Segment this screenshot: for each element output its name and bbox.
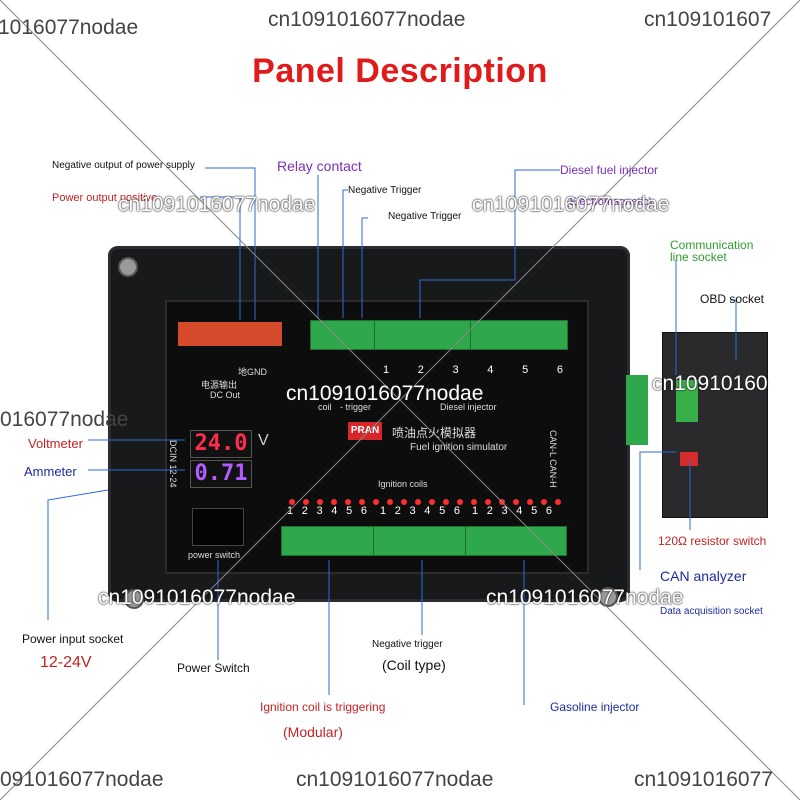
gasoline-injector-label: Gasoline injector [550, 700, 640, 714]
ammeter-display: 0.71 [190, 460, 252, 488]
power-switch[interactable] [192, 508, 244, 546]
ignition-coil-trigger-label: Ignition coil is triggering [260, 700, 386, 714]
screw-icon [124, 589, 144, 609]
watermark: cn1091016077nodae [296, 768, 494, 791]
watermark: cn1091016077nodae [268, 8, 466, 31]
watermark: 091016077nodae [0, 768, 164, 791]
ignition-coils-label: Ignition coils [378, 479, 428, 489]
coil-type-label: (Coil type) [382, 657, 446, 673]
can-label: CAN-L CAN-H [548, 430, 558, 488]
diesel-injector-label: Diesel fuel injector [560, 163, 659, 177]
screw-icon [118, 257, 138, 277]
modular-label: (Modular) [283, 724, 343, 740]
ammeter-label: Ammeter [24, 464, 77, 479]
electromagnetic-label: (Electromagnetic) [566, 196, 653, 208]
power-output-label: Power output positive [52, 192, 158, 204]
watermark: cn109101607 [644, 8, 772, 31]
diesel-terminal-b[interactable] [470, 320, 568, 350]
line-socket[interactable] [676, 380, 698, 422]
dc-out-cn-label: 电源输出 [201, 380, 238, 390]
communication-label: Communication [670, 238, 754, 252]
volt-unit: V [258, 432, 269, 449]
ignition-terminal[interactable] [281, 526, 375, 556]
watermark: cn1091016077nodae [118, 193, 316, 216]
watermark: cn1091016077nodae [486, 586, 684, 609]
diesel-label: Diesel injector [440, 402, 497, 412]
neg-output-label: Negative output of power supply [52, 160, 195, 171]
resistor-switch-label: 120Ω resistor switch [658, 534, 767, 548]
power-switch-label: Power Switch [177, 661, 250, 675]
negative-trigger-bottom-label: Negative trigger [372, 639, 443, 650]
dcin-label: DCIN 12-24 [168, 440, 178, 488]
voltmeter-label: Voltmeter [28, 436, 83, 451]
relay-label: Relay contact [277, 158, 362, 174]
dc-out-label: DC Out [210, 390, 241, 400]
obd-socket-label: OBD socket [700, 292, 765, 306]
coil-terminal[interactable] [373, 526, 467, 556]
trigger-label: - trigger [340, 402, 372, 412]
can-analyzer-label: CAN analyzer [660, 568, 747, 584]
screw-icon [598, 587, 618, 607]
watermark: cn10910160 [652, 372, 768, 395]
voltage-range-label: 12-24V [40, 654, 92, 671]
data-socket-label: Data acquisition socket [660, 606, 763, 617]
obd-panel-photo [662, 332, 768, 518]
gnd-label: 地GND [238, 367, 267, 377]
resistor-switch[interactable] [680, 452, 698, 466]
dc-out-terminal[interactable] [178, 322, 282, 346]
watermark: cn1091016077nodae [472, 193, 670, 216]
neg-trigger-label-2: Negative Trigger [388, 211, 462, 222]
power-input-label: Power input socket [22, 632, 124, 646]
watermark: 016077nodae [0, 408, 129, 431]
gasoline-terminal[interactable] [465, 526, 567, 556]
communication-socket[interactable] [626, 375, 648, 445]
line-socket-label: line socket [670, 250, 727, 264]
watermark: cn1091016077nodae [286, 382, 484, 405]
device-en-title: Fuel ignition simulator [410, 442, 508, 453]
voltmeter-display: 24.0 [190, 430, 252, 458]
watermark: cn1091016077 [634, 768, 773, 791]
coil-label: coil [318, 402, 332, 412]
relay-terminal[interactable] [310, 320, 376, 350]
page-title: Panel Description [252, 52, 548, 90]
neg-trigger-label-1: Negative Trigger [348, 185, 422, 196]
watermark: 1016077nodae [0, 16, 139, 39]
watermark: cn1091016077nodae [98, 586, 296, 609]
device-cn-title: 喷油点火模拟器 [392, 426, 477, 440]
power-switch-device-label: power switch [188, 550, 241, 560]
